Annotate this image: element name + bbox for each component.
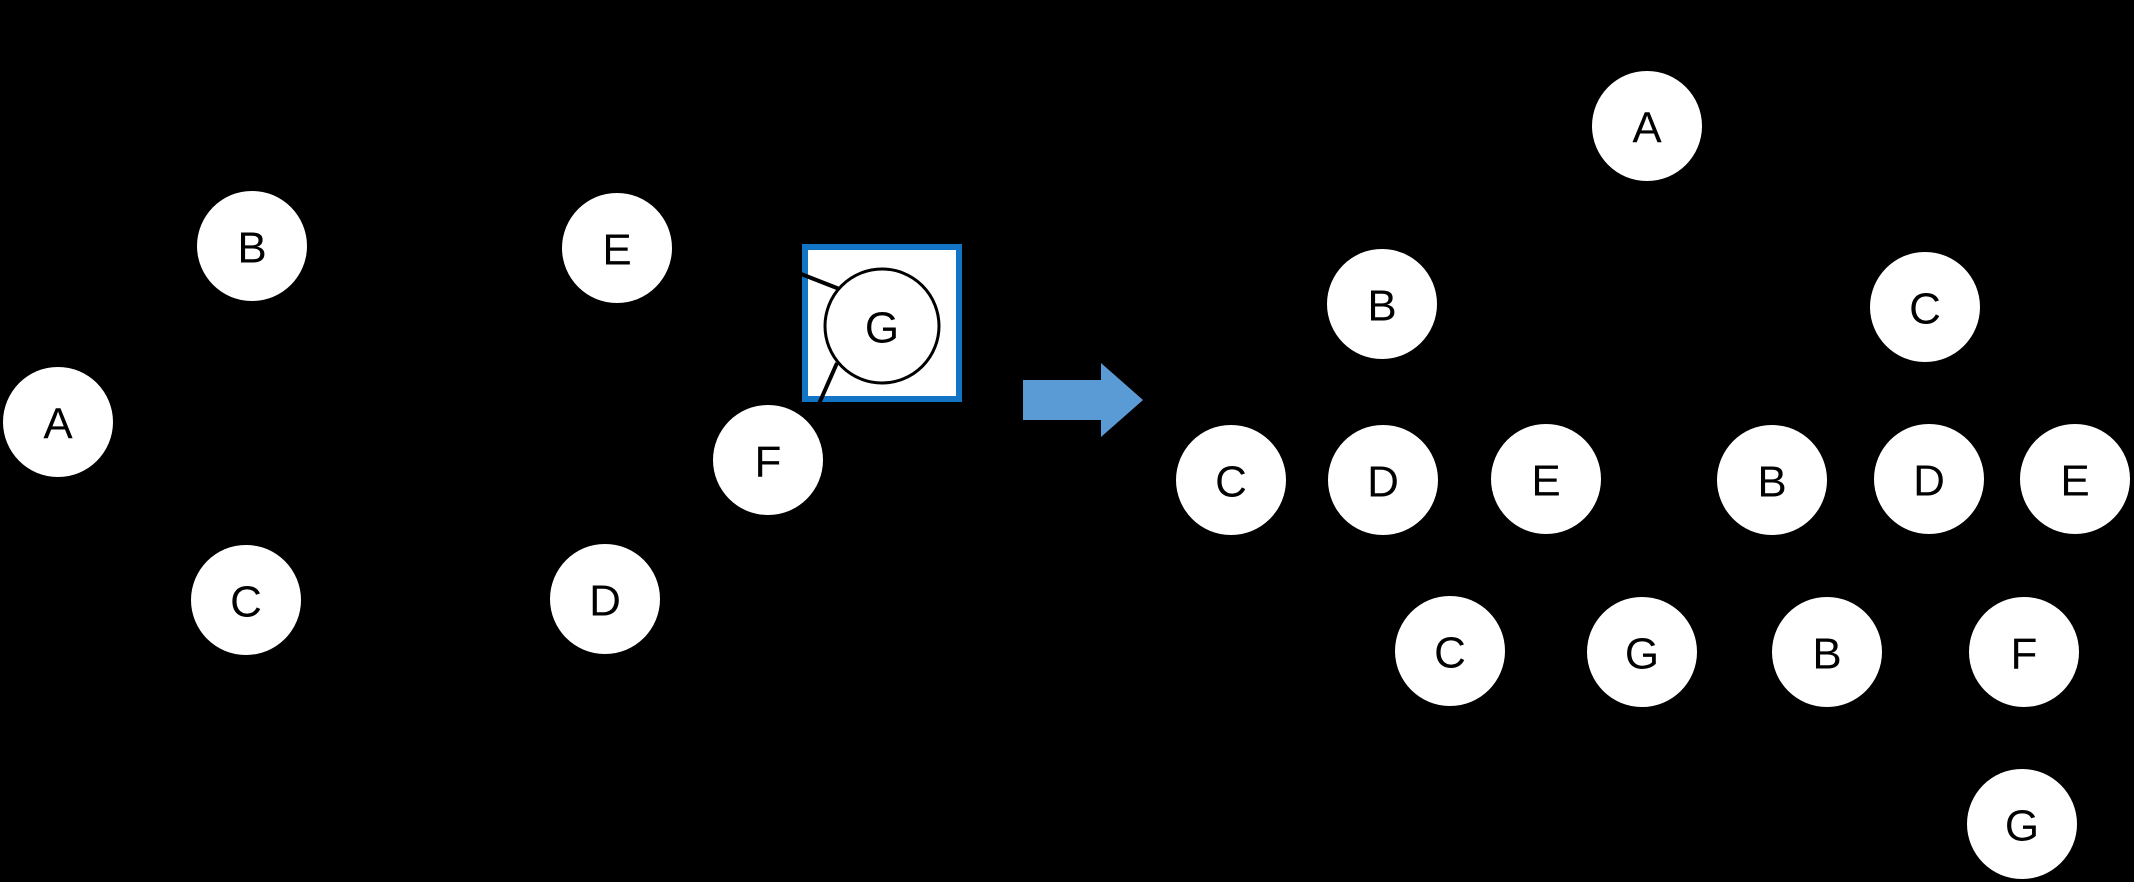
edge-stub-line: [795, 270, 843, 292]
left-graph-node-a-0: A: [3, 367, 113, 477]
node-label: A: [1632, 104, 1662, 153]
right-graph-node-c-3: C: [1176, 425, 1286, 535]
node-label: E: [1531, 457, 1560, 506]
node-label: G: [2005, 802, 2039, 851]
node-label: F: [755, 438, 782, 487]
node-label: C: [1909, 285, 1941, 334]
node-label: D: [589, 577, 621, 626]
node-label: F: [2011, 630, 2038, 679]
magnifier: G: [795, 244, 962, 407]
right-graph: A B C C D E B D E C G B F G: [1176, 71, 2130, 879]
right-graph-node-b-1: B: [1327, 249, 1437, 359]
magnified-node-circle: [823, 267, 941, 385]
node-circle: [1717, 425, 1827, 535]
node-label: G: [1625, 630, 1659, 679]
node-circle: [1491, 424, 1601, 534]
node-circle: [3, 367, 113, 477]
left-graph-node-c-2: C: [191, 545, 301, 655]
node-circle: [2020, 424, 2130, 534]
right-graph-node-b-6: B: [1717, 425, 1827, 535]
node-label: E: [602, 226, 631, 275]
node-circle: [1969, 597, 2079, 707]
node-label: D: [1367, 458, 1399, 507]
right-arrow-icon: [1023, 363, 1143, 437]
right-graph-node-c-9: C: [1395, 596, 1505, 706]
node-label: C: [1434, 629, 1466, 678]
node-circle: [1592, 71, 1702, 181]
node-circle: [713, 405, 823, 515]
node-circle: [1587, 597, 1697, 707]
left-graph-node-e-4: E: [562, 193, 672, 303]
right-graph-node-b-11: B: [1772, 597, 1882, 707]
magnified-node-label: G: [865, 304, 899, 353]
right-graph-node-d-7: D: [1874, 424, 1984, 534]
right-graph-node-f-12: F: [1969, 597, 2079, 707]
right-graph-node-a-0: A: [1592, 71, 1702, 181]
right-graph-node-e-8: E: [2020, 424, 2130, 534]
left-graph-node-f-5: F: [713, 405, 823, 515]
node-label: C: [230, 578, 262, 627]
edge-stub-line: [816, 362, 839, 407]
right-graph-node-g-10: G: [1587, 597, 1697, 707]
node-circle: [1772, 597, 1882, 707]
left-graph: A B C D E F: [3, 191, 823, 655]
node-circle: [1874, 424, 1984, 534]
node-label: E: [2060, 457, 2089, 506]
node-label: C: [1215, 458, 1247, 507]
node-circle: [1967, 769, 2077, 879]
right-graph-node-d-4: D: [1328, 425, 1438, 535]
node-circle: [1176, 425, 1286, 535]
node-label: D: [1913, 457, 1945, 506]
node-circle: [1395, 596, 1505, 706]
node-label: A: [43, 400, 73, 449]
node-circle: [562, 193, 672, 303]
node-circle: [191, 545, 301, 655]
node-label: B: [1757, 458, 1786, 507]
node-label: B: [1812, 630, 1841, 679]
left-graph-node-d-3: D: [550, 544, 660, 654]
node-label: B: [237, 224, 266, 273]
node-circle: [550, 544, 660, 654]
node-circle: [1870, 252, 1980, 362]
right-graph-node-c-2: C: [1870, 252, 1980, 362]
node-circle: [1328, 425, 1438, 535]
node-label: B: [1367, 282, 1396, 331]
node-circle: [197, 191, 307, 301]
right-graph-node-e-5: E: [1491, 424, 1601, 534]
left-graph-node-b-1: B: [197, 191, 307, 301]
right-graph-node-g-13: G: [1967, 769, 2077, 879]
node-circle: [1327, 249, 1437, 359]
